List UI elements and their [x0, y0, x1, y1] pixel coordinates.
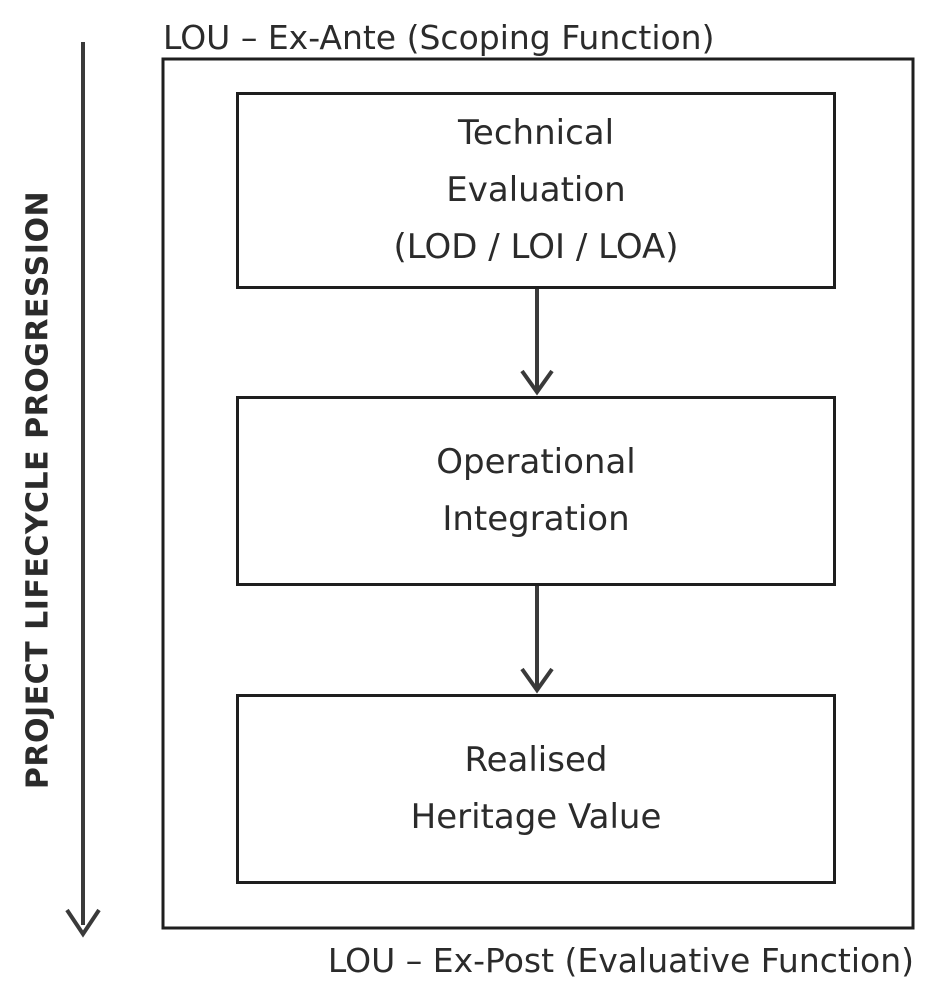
box-3-line-1: Realised [464, 740, 608, 780]
box-1-line-3: (LOD / LOI / LOA) [393, 227, 679, 267]
box-2-line-1: Operational [436, 442, 636, 482]
flow-arrow-1 [520, 289, 554, 396]
realised-heritage-value-box: Realised Heritage Value [236, 694, 836, 884]
lifecycle-arrow [65, 42, 101, 938]
box-1-line-1: Technical [457, 113, 615, 153]
lifecycle-label-text: PROJECT LIFECYCLE PROGRESSION [20, 190, 56, 790]
outer-frame [161, 57, 915, 930]
ex-ante-caption: LOU – Ex-Ante (Scoping Function) [163, 18, 715, 57]
technical-evaluation-box: Technical Evaluation (LOD / LOI / LOA) [236, 92, 836, 289]
box-2-line-2: Integration [442, 499, 630, 539]
box-1-line-2: Evaluation [446, 170, 626, 210]
box-3-line-2: Heritage Value [410, 797, 662, 837]
ex-post-caption: LOU – Ex-Post (Evaluative Function) [327, 941, 914, 980]
operational-integration-box: Operational Integration [236, 396, 836, 586]
flow-arrow-2 [520, 586, 554, 694]
